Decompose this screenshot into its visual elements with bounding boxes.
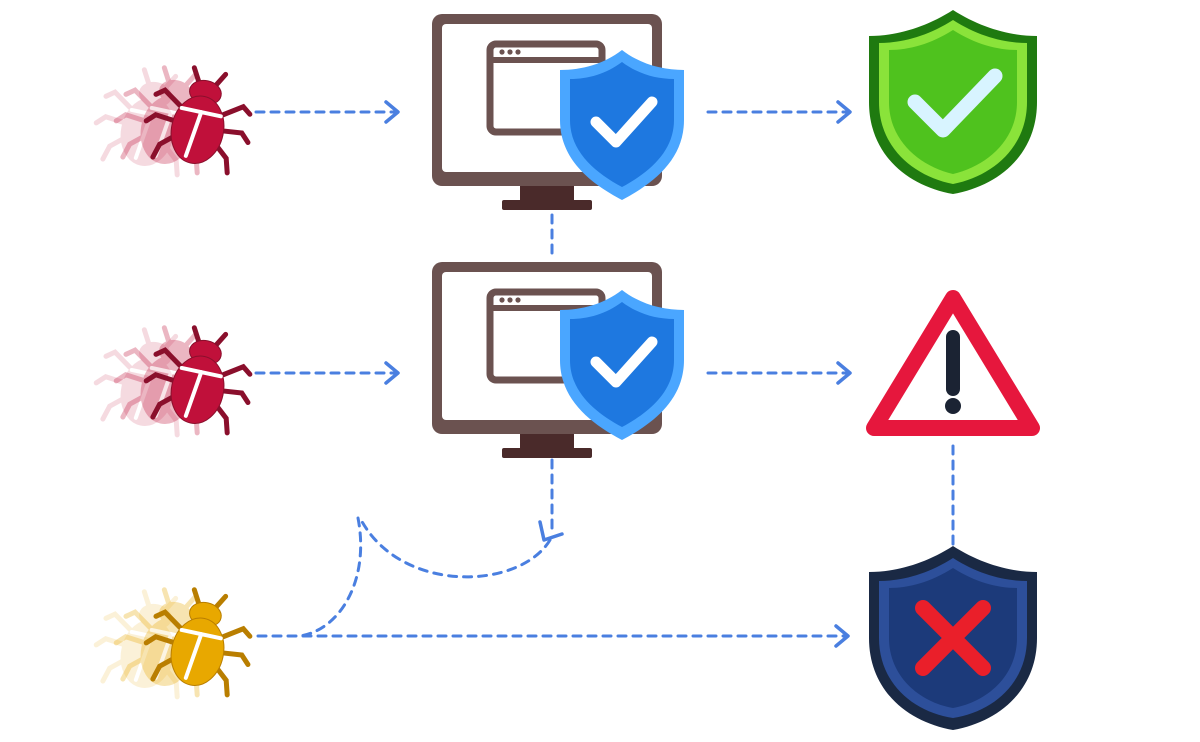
- arrowhead-3: [384, 361, 400, 385]
- bug-icon: [89, 582, 261, 700]
- arrowhead-4: [836, 361, 852, 385]
- outcome-shield-cross: [869, 546, 1037, 730]
- arrowheads: [384, 100, 852, 648]
- protected-computer-middle: [432, 262, 684, 458]
- shield-check-icon: [869, 10, 1037, 194]
- arrowhead-2: [836, 100, 852, 124]
- shield-cross-icon: [869, 546, 1037, 730]
- connector-bottom-curve: [298, 516, 363, 638]
- threat-bug-middle: [89, 320, 261, 438]
- connector-lines: [254, 110, 955, 638]
- connector-curve: [358, 516, 552, 579]
- threat-bug-bottom: [89, 582, 261, 700]
- bug-icon: [89, 60, 261, 178]
- bug-icon: [89, 320, 261, 438]
- arrowhead-6: [834, 624, 850, 648]
- outcome-warning: [866, 290, 1040, 436]
- threat-bug-top: [89, 60, 261, 178]
- warning-triangle-icon: [866, 290, 1040, 436]
- outcome-shield-check: [869, 10, 1037, 194]
- arrowhead-1: [384, 100, 400, 124]
- protected-computer-top: [432, 14, 684, 210]
- arrowhead-5: [538, 520, 564, 542]
